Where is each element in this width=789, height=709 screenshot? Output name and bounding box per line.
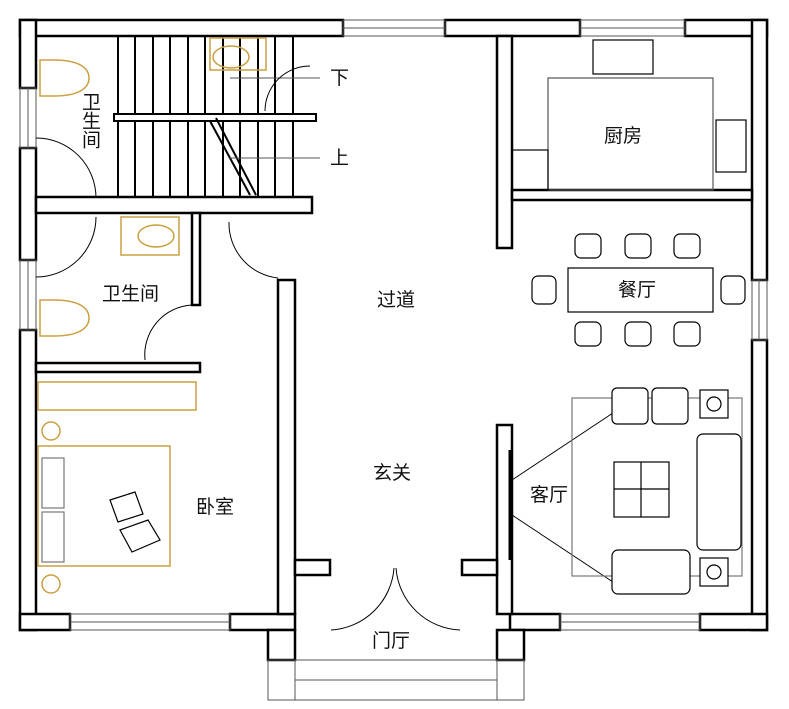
room-label-bathroom-lower: 卫生间 xyxy=(102,283,160,305)
windows xyxy=(19,19,768,701)
room-label-corridor: 过道 xyxy=(377,289,416,311)
room-label-living: 客厅 xyxy=(530,484,569,506)
room-label-bedroom: 卧室 xyxy=(196,496,235,518)
stair-up-label: 上 xyxy=(330,147,350,169)
room-label-kitchen: 厨房 xyxy=(604,125,643,147)
fixtures xyxy=(37,37,267,594)
furniture xyxy=(41,39,747,595)
room-label-dining: 餐厅 xyxy=(618,279,657,301)
walls xyxy=(18,18,769,662)
room-label-foyer: 玄关 xyxy=(373,462,412,484)
room-label-bathroom-upper: 卫生间 xyxy=(79,92,101,149)
staircase xyxy=(113,36,320,197)
room-label-entrance-hall: 门厅 xyxy=(372,630,411,652)
stair-down-label: 下 xyxy=(330,67,350,89)
doors xyxy=(35,65,626,631)
